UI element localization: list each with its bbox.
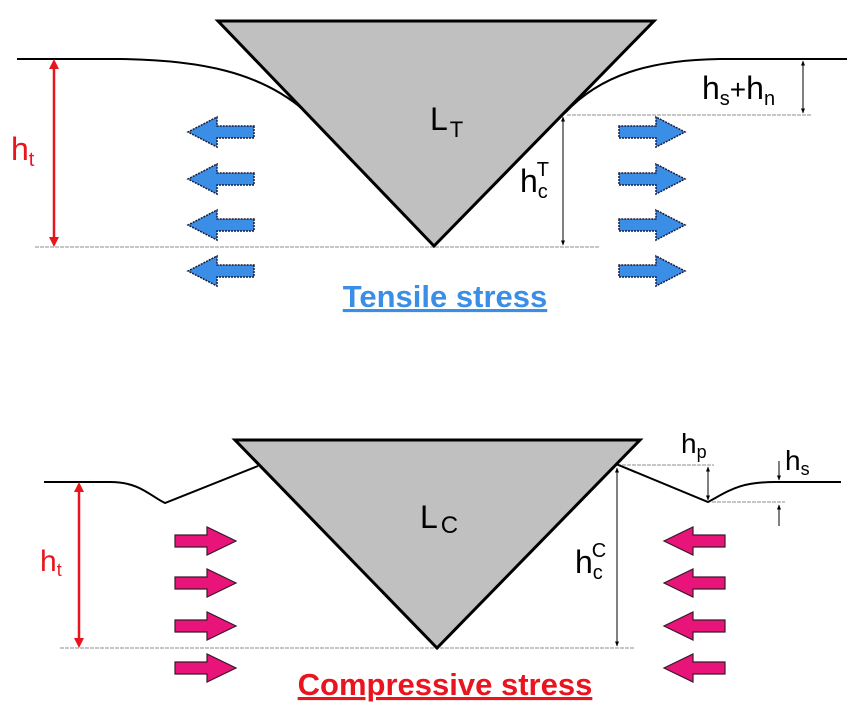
compressive-sinkin-label: hs xyxy=(785,445,810,479)
tensile-surface-right xyxy=(564,58,847,114)
right-arrow-icon xyxy=(174,568,238,598)
tensile-surface-left xyxy=(17,58,306,112)
left-arrow-icon xyxy=(186,208,255,242)
left-arrow-icon xyxy=(186,115,255,149)
tensile-stress-arrows-right xyxy=(618,115,687,288)
right-arrow-icon xyxy=(174,526,238,556)
tensile-title: Tensile stress xyxy=(343,279,547,314)
compressive-contact-depth-label: hcC xyxy=(575,540,606,584)
compressive-surface-left xyxy=(44,465,259,505)
compressive-total-depth-label: ht xyxy=(40,545,62,580)
compressive-title: Compressive stress xyxy=(298,667,593,702)
right-arrow-icon xyxy=(618,208,687,242)
tensile-indenter-label: LT xyxy=(430,101,463,142)
right-arrow-icon xyxy=(618,115,687,149)
right-arrow-icon xyxy=(618,162,687,196)
compressive-surface-right xyxy=(615,463,841,504)
compressive-stress-arrows-left xyxy=(174,526,238,683)
tensile-panel: LT ht hcT hs+hn Tensile stress xyxy=(11,19,847,314)
left-arrow-icon xyxy=(186,162,255,196)
right-arrow-icon xyxy=(618,254,687,288)
tensile-sinkin-label: hs+hn xyxy=(702,70,775,110)
left-arrow-icon xyxy=(662,611,726,641)
left-arrow-icon xyxy=(186,254,255,288)
tensile-total-depth-label: ht xyxy=(11,131,35,171)
tensile-indenter xyxy=(214,19,658,249)
compressive-pileup-label: hp xyxy=(681,428,707,462)
left-arrow-icon xyxy=(662,568,726,598)
right-arrow-icon xyxy=(174,611,238,641)
tensile-stress-arrows-left xyxy=(186,115,255,288)
compressive-stress-arrows-right xyxy=(662,526,726,683)
left-arrow-icon xyxy=(662,653,726,683)
right-arrow-icon xyxy=(174,653,238,683)
tensile-contact-depth-label: hcT xyxy=(520,159,549,203)
compressive-indenter xyxy=(231,438,644,651)
left-arrow-icon xyxy=(662,526,726,556)
